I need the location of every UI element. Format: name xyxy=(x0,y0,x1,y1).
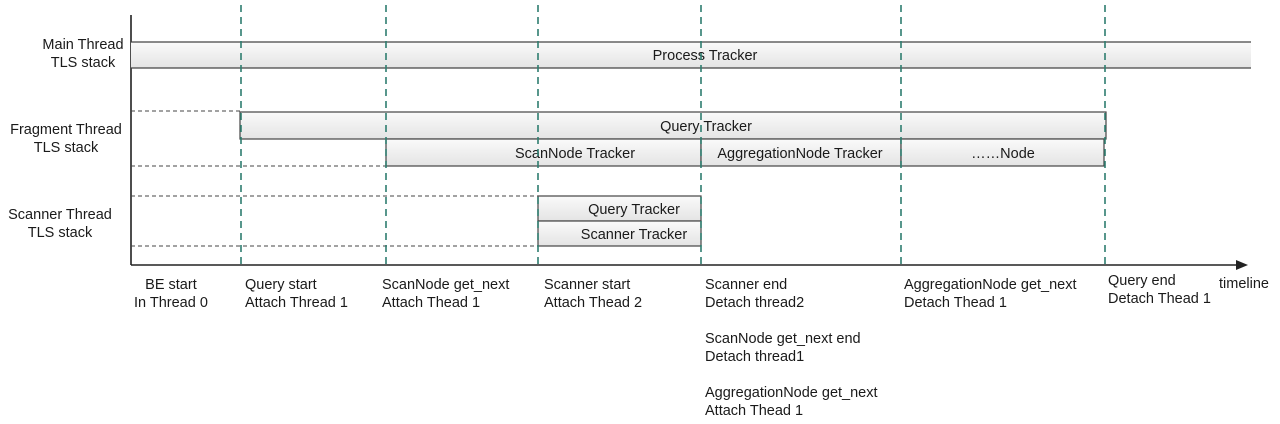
scanner-thread-label-line2: TLS stack xyxy=(27,225,93,241)
query-tracker-fragment-label: Query Tracker xyxy=(660,119,752,135)
event-query-start-line1: Query start xyxy=(245,277,317,293)
event-aggregationnode-detach: AggregationNode get_next Detach Thead 1 xyxy=(904,276,1077,312)
event-scannode-get-next-end-line1: ScanNode get_next end xyxy=(705,331,861,347)
event-scanner-start-line1: Scanner start xyxy=(544,277,631,293)
main-thread-label-line2: TLS stack xyxy=(50,55,116,71)
event-query-end-line2: Detach Thead 1 xyxy=(1108,291,1211,307)
fragment-thread-label-line2: TLS stack xyxy=(33,140,99,156)
main-thread-label: Main Thread TLS stack xyxy=(8,36,158,72)
process-tracker-bar xyxy=(131,42,1251,68)
other-node-tracker-label: ……Node xyxy=(971,146,1035,162)
event-scannode-get-next: ScanNode get_next Attach Thead 1 xyxy=(382,276,509,312)
event-scanner-end-line2: Detach thread2 xyxy=(705,295,805,311)
event-be-start-line1: BE start xyxy=(145,277,197,293)
other-node-tracker-bar xyxy=(900,138,1105,167)
event-be-start-line2: In Thread 0 xyxy=(134,295,208,311)
event-scannode-get-next-end: ScanNode get_next end Detach thread1 xyxy=(705,330,861,366)
event-aggregationnode-attach: AggregationNode get_next Attach Thead 1 xyxy=(705,384,878,420)
event-query-end-line1: Query end xyxy=(1108,273,1176,289)
event-aggregationnode-detach-line1: AggregationNode get_next xyxy=(904,277,1077,293)
scannode-tracker-label: ScanNode Tracker xyxy=(515,146,635,162)
timeline-arrow-head xyxy=(1236,260,1248,270)
event-query-start: Query start Attach Thread 1 xyxy=(245,276,348,312)
event-scanner-start: Scanner start Attach Thead 2 xyxy=(544,276,642,312)
fragment-thread-label: Fragment Thread TLS stack xyxy=(0,121,141,157)
event-query-start-line2: Attach Thread 1 xyxy=(245,295,348,311)
event-scanner-end-line1: Scanner end xyxy=(705,277,788,293)
scanner-tracker-bar xyxy=(537,220,702,247)
event-scanner-start-line2: Attach Thead 2 xyxy=(544,295,643,311)
scanner-thread-label-line1: Scanner Thread xyxy=(8,207,112,223)
event-aggregationnode-detach-line2: Detach Thead 1 xyxy=(904,295,1007,311)
event-scanner-end: Scanner end Detach thread2 xyxy=(705,276,804,312)
scannode-tracker-bar xyxy=(385,138,702,167)
query-tracker-scanner-bar xyxy=(537,195,702,222)
event-query-end: Query end Detach Thead 1 xyxy=(1108,272,1211,308)
event-aggregationnode-attach-line1: AggregationNode get_next xyxy=(705,385,878,401)
main-thread-label-line1: Main Thread xyxy=(42,37,124,53)
aggregationnode-tracker-label: AggregationNode Tracker xyxy=(717,146,882,162)
timeline-label: timeline xyxy=(1219,276,1269,292)
process-tracker-label: Process Tracker xyxy=(653,48,758,64)
fragment-thread-label-line1: Fragment Thread xyxy=(10,122,122,138)
event-scannode-get-next-line1: ScanNode get_next xyxy=(382,277,510,293)
scanner-thread-label: Scanner Thread TLS stack xyxy=(0,206,135,242)
event-markers xyxy=(240,5,1106,265)
event-scannode-get-next-end-line2: Detach thread1 xyxy=(705,349,805,365)
query-tracker-scanner-label: Query Tracker xyxy=(588,202,680,218)
event-be-start: BE start In Thread 0 xyxy=(134,276,208,312)
event-aggregationnode-attach-line2: Attach Thead 1 xyxy=(705,403,804,419)
event-scannode-get-next-line2: Attach Thead 1 xyxy=(382,295,481,311)
scanner-tracker-label: Scanner Tracker xyxy=(581,227,688,243)
